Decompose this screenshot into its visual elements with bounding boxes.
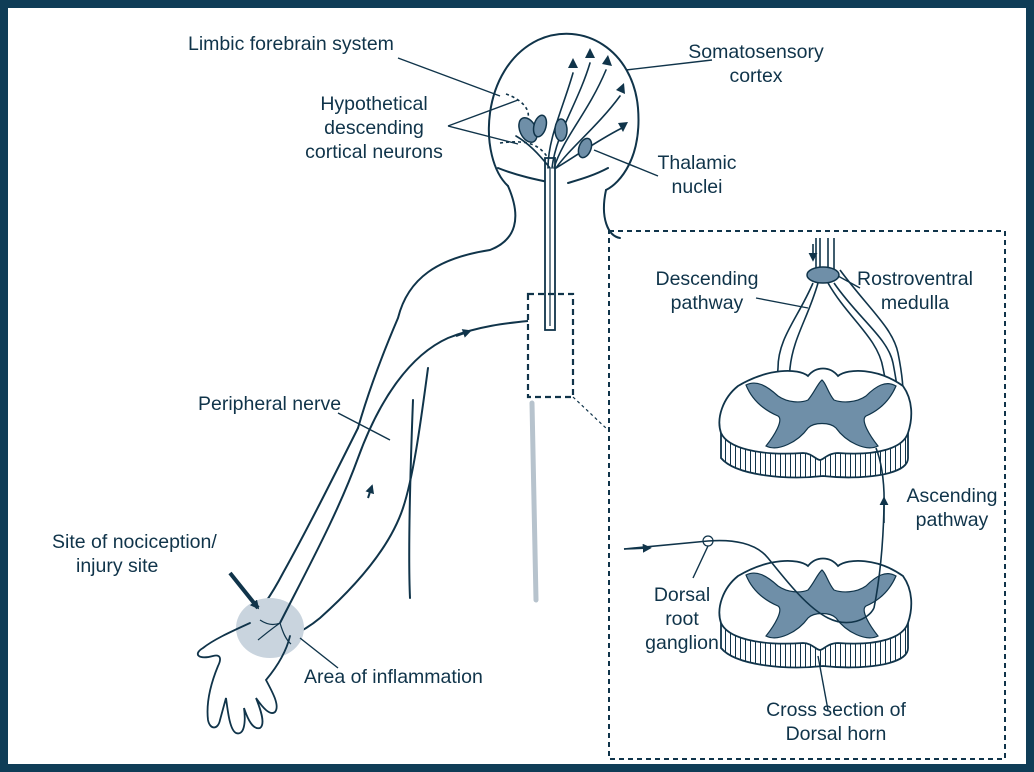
- label-peripheral-nerve: Peripheral nerve: [198, 392, 341, 416]
- lower-cross-section: [719, 559, 911, 668]
- leader-peripheral: [338, 413, 390, 440]
- nerve-arrow-lower: [368, 486, 372, 498]
- arm-upper-outline: [250, 428, 358, 623]
- label-area-of-inflammation: Area of inflammation: [304, 665, 483, 689]
- label-thalamic-nuclei: Thalamic nuclei: [642, 151, 752, 199]
- inset-link-line: [573, 397, 608, 430]
- brain-fibers: [516, 63, 622, 168]
- pain-pathway-diagram: Limbic forebrain system Somatosensory co…: [8, 8, 1026, 764]
- label-rostroventral-medulla: Rostroventral medulla: [850, 267, 980, 315]
- label-site-of-nociception: Site of nociception/ injury site: [52, 530, 217, 578]
- thalamic-nucleus-oval-2: [576, 137, 594, 160]
- cortical-neuron-oval-2: [531, 114, 548, 138]
- label-cross-section-dorsal-horn: Cross section of Dorsal horn: [746, 698, 926, 746]
- label-descending-pathway: Descending pathway: [642, 267, 772, 315]
- label-ascending-pathway: Ascending pathway: [892, 484, 1012, 532]
- leader-limbic: [398, 58, 500, 96]
- rostroventral-medulla-oval: [807, 267, 839, 283]
- leader-inflammation: [300, 638, 338, 668]
- fiber-bundle: [516, 63, 622, 168]
- neck-left-outline: [358, 186, 515, 428]
- upper-cross-section: [719, 369, 911, 478]
- afferent-arrow: [624, 548, 650, 549]
- peripheral-nerve-line: [280, 321, 528, 623]
- diagram-artwork: [8, 8, 1026, 764]
- site-pointer-arrow: [230, 573, 258, 608]
- label-dorsal-root-ganglion: Dorsal root ganglion: [632, 583, 732, 655]
- head-outline: [489, 34, 639, 190]
- inner-arm-line: [409, 400, 413, 598]
- inflammation-area: [236, 598, 304, 658]
- label-hypothetical-neurons: Hypothetical descending cortical neurons: [284, 92, 464, 164]
- label-somatosensory-cortex: Somatosensory cortex: [676, 40, 836, 88]
- thalamic-nucleus-oval-1: [555, 119, 567, 141]
- leader-dorsal-root: [693, 546, 708, 578]
- label-limbic-forebrain: Limbic forebrain system: [188, 32, 394, 56]
- peripheral-nerve: [258, 321, 528, 644]
- spinal-cord: [532, 158, 555, 600]
